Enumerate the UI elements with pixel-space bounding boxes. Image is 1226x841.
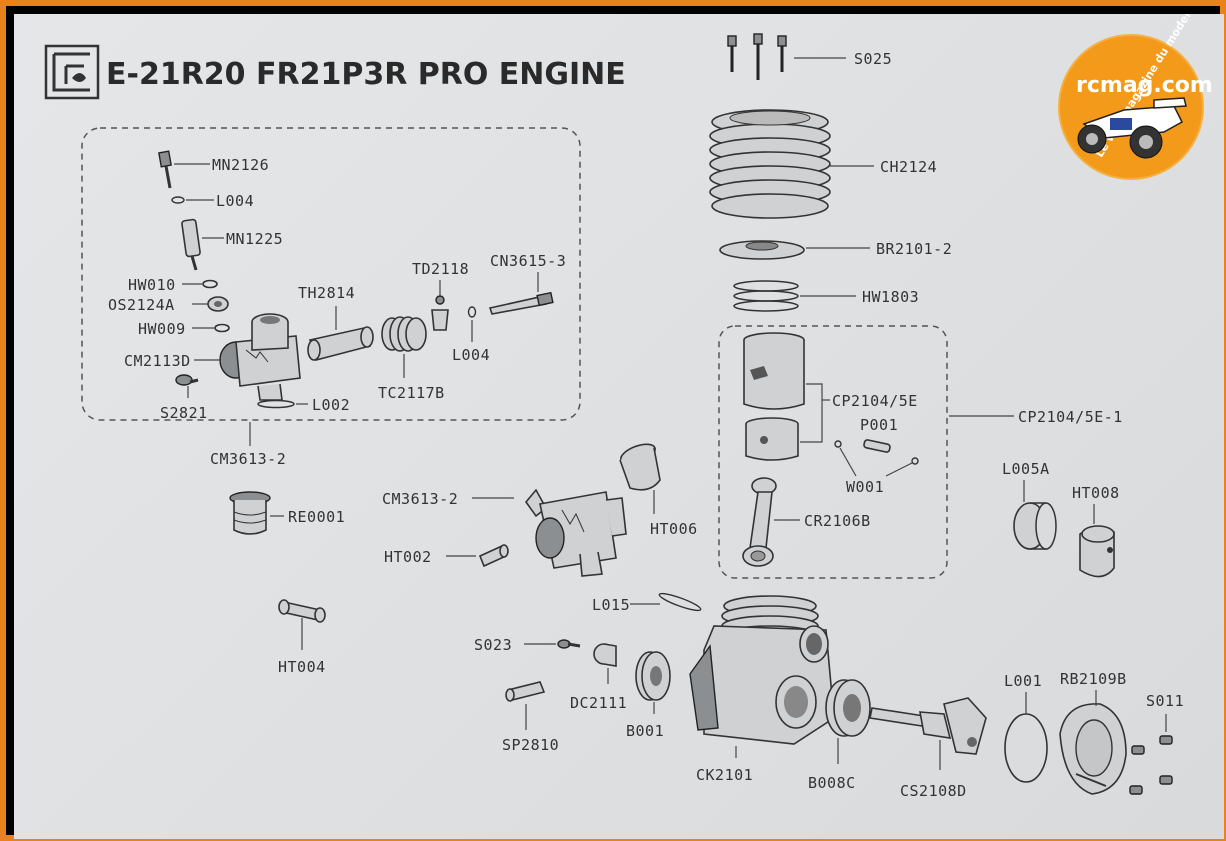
diagram-sheet: E-21R20 FR21P3R PRO ENGINE Le web magazi… — [14, 14, 1224, 839]
label-ht008: HT008 — [1072, 484, 1120, 502]
carburetor-group-outline — [81, 127, 581, 421]
re0001-reducer — [229, 491, 271, 535]
label-l004-a: L004 — [216, 192, 254, 210]
rcmag-name: rcmag.com — [1076, 73, 1213, 98]
s2821-screw — [175, 374, 199, 386]
label-cn3615-3: CN3615-3 — [490, 252, 566, 270]
piston-pin — [863, 439, 891, 453]
label-tc2117b: TC2117B — [378, 384, 445, 402]
l005a-ring — [1013, 502, 1057, 550]
l015-gasket — [658, 592, 702, 612]
cs2108d-crankshaft — [869, 697, 987, 755]
label-l005a: L005A — [1002, 460, 1050, 478]
s023-screw — [557, 639, 581, 649]
rb2109b-backplate — [1059, 703, 1127, 795]
label-os2124a: OS2124A — [108, 296, 175, 314]
label-s011: S011 — [1146, 692, 1184, 710]
os2124a-fitting — [207, 296, 229, 312]
label-br2101-2: BR2101-2 — [876, 240, 952, 258]
label-l004-b: L004 — [452, 346, 490, 364]
button-head-plate — [719, 240, 805, 260]
piston — [745, 417, 799, 461]
th2814-throttle-barrel — [307, 326, 374, 361]
cn3615-3-nipple — [488, 291, 554, 315]
ht004-tube — [278, 599, 326, 623]
ht002-plug — [478, 544, 509, 568]
mn2126-needle — [158, 150, 172, 189]
label-b001: B001 — [626, 722, 664, 740]
label-ck2101: CK2101 — [696, 766, 753, 784]
cooling-head — [709, 109, 831, 219]
manufacturer-logo — [44, 44, 100, 100]
ht006-cap — [619, 443, 661, 491]
label-b008c: B008C — [808, 774, 856, 792]
mn1225-needle-body — [181, 218, 201, 271]
label-mn2126: MN2126 — [212, 156, 269, 174]
label-hw010: HW010 — [128, 276, 176, 294]
cylinder-sleeve — [743, 332, 805, 410]
ht008-cap — [1079, 525, 1115, 578]
crankcase — [689, 595, 835, 745]
label-s2821: S2821 — [160, 404, 208, 422]
piston-group-outline — [718, 325, 948, 579]
label-ht004: HT004 — [278, 658, 326, 676]
label-w001: W001 — [846, 478, 884, 496]
label-s025: S025 — [854, 50, 892, 68]
l004-oring-b — [467, 306, 477, 318]
exploded-diagram: E-21R20 FR21P3R PRO ENGINE Le web magazi… — [44, 14, 1213, 800]
dc2111-collar — [593, 643, 617, 667]
label-cp2104-5e: CP2104/5E — [832, 392, 918, 410]
label-cm2113d: CM2113D — [124, 352, 191, 370]
label-p001: P001 — [860, 416, 898, 434]
buggy-icon — [1077, 97, 1187, 159]
label-hw1803: HW1803 — [862, 288, 919, 306]
s011-screws — [1129, 735, 1173, 795]
b001-bearing — [635, 651, 671, 701]
label-rb2109b: RB2109B — [1060, 670, 1127, 688]
label-l015: L015 — [592, 596, 630, 614]
label-ht002: HT002 — [384, 548, 432, 566]
cm3613-2-carb-assembly — [524, 488, 627, 577]
page-title: E-21R20 FR21P3R PRO ENGINE — [106, 57, 626, 92]
label-cp2104-5e-1: CP2104/5E-1 — [1018, 408, 1123, 426]
l002-oring — [257, 399, 295, 409]
sp2810-spring — [505, 681, 546, 702]
l001-gasket — [1004, 713, 1048, 783]
hw010-washer — [202, 279, 218, 289]
label-cm3613-2-a: CM3613-2 — [210, 450, 286, 468]
label-hw009: HW009 — [138, 320, 186, 338]
label-ht006: HT006 — [650, 520, 698, 538]
label-cm3613-2-b: CM3613-2 — [382, 490, 458, 508]
b008c-bearing — [825, 679, 871, 737]
label-l002: L002 — [312, 396, 350, 414]
label-sp2810: SP2810 — [502, 736, 559, 754]
tc2117b-boot — [381, 316, 427, 352]
label-re0001: RE0001 — [288, 508, 345, 526]
label-th2814: TH2814 — [298, 284, 355, 302]
s025-screws — [727, 33, 787, 80]
td2118-clip — [431, 295, 449, 331]
label-dc2111: DC2111 — [570, 694, 627, 712]
l004-oring-a — [171, 196, 185, 204]
label-td2118: TD2118 — [412, 260, 469, 278]
rcmag-logo: Le web magazine du modelisme rcmag.com — [1058, 14, 1213, 180]
connecting-rod — [742, 477, 777, 567]
label-cs2108d: CS2108D — [900, 782, 967, 800]
label-cr2106b: CR2106B — [804, 512, 871, 530]
head-shims — [733, 280, 799, 312]
label-s023: S023 — [474, 636, 512, 654]
label-l001: L001 — [1004, 672, 1042, 690]
carburetor-body — [219, 313, 301, 401]
hw009-washer — [214, 323, 230, 333]
pin-clips — [834, 440, 919, 465]
label-mn1225: MN1225 — [226, 230, 283, 248]
label-ch2124: CH2124 — [880, 158, 937, 176]
